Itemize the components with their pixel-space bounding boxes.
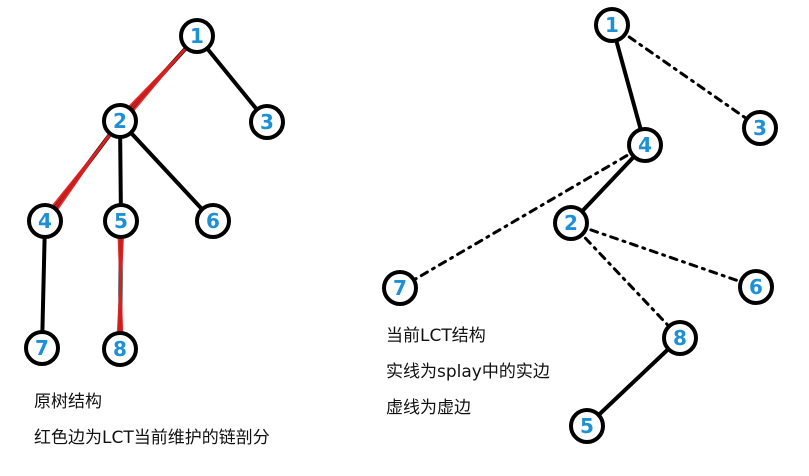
original-tree-node-label: 2 xyxy=(113,109,127,133)
lct-node-5: 5 xyxy=(569,408,605,444)
lct-node-label: 7 xyxy=(393,276,407,300)
lct-node-circle xyxy=(553,205,589,241)
lct-node-3: 3 xyxy=(742,110,778,146)
lct-node-4: 4 xyxy=(627,127,663,163)
lct-node-6: 6 xyxy=(738,269,774,305)
lct-caption-2: 实线为splay中的实边 xyxy=(386,362,550,382)
original-tree-edge-2-4-heavy-mark xyxy=(43,119,122,223)
lct-node-label: 4 xyxy=(638,133,652,157)
original-tree-node-label: 7 xyxy=(35,336,49,360)
lct-edge-2-8 xyxy=(569,221,682,340)
original-tree-edge-4-7 xyxy=(40,219,47,350)
lct-caption-3: 虚线为虚边 xyxy=(386,398,471,418)
original-tree-edge-5-8-heavy-mark xyxy=(118,219,123,351)
original-tree-node-label: 4 xyxy=(38,209,52,233)
original-tree-edge-1-2-heavy-mark xyxy=(118,34,199,123)
lct-edge-1-3 xyxy=(610,23,762,130)
original-tree-node-circle xyxy=(102,331,138,367)
original-tree-node-label: 3 xyxy=(260,110,274,134)
original-tree-caption-2: 红色边为LCT当前维护的链剖分 xyxy=(34,428,270,448)
original-tree-node-7: 7 xyxy=(24,330,60,366)
original-tree-edge-1-3 xyxy=(195,34,269,124)
original-tree-node-circle xyxy=(195,203,231,239)
original-tree-node-label: 1 xyxy=(190,24,204,48)
lct-caption-1: 当前LCT结构 xyxy=(386,326,486,346)
lct-node-8: 8 xyxy=(662,320,698,356)
edges-layer xyxy=(40,23,762,428)
original-tree-node-1: 1 xyxy=(179,18,215,54)
lct-node-circle xyxy=(738,269,774,305)
lct-node-7: 7 xyxy=(382,270,418,306)
original-tree-node-3: 3 xyxy=(249,104,285,140)
nodes-layer: 1 2 3 4 5 6 7 8 1 4 3 2 7 6 8 5 xyxy=(24,7,778,444)
original-tree-node-circle xyxy=(249,104,285,140)
original-tree-node-circle xyxy=(103,203,139,239)
original-tree-node-8: 8 xyxy=(102,331,138,367)
lct-edge-1-4 xyxy=(610,23,647,147)
lct-edge-2-6 xyxy=(569,221,758,289)
original-tree-node-label: 6 xyxy=(206,209,220,233)
original-tree-node-5: 5 xyxy=(103,203,139,239)
original-tree-node-circle xyxy=(102,103,138,139)
original-tree-node-circle xyxy=(179,18,215,54)
lct-node-circle xyxy=(662,320,698,356)
lct-node-label: 1 xyxy=(605,13,619,37)
lct-node-label: 8 xyxy=(673,326,687,350)
lct-edge-4-7 xyxy=(398,143,647,290)
original-tree-node-label: 8 xyxy=(113,337,127,361)
original-tree-node-label: 5 xyxy=(114,209,128,233)
lct-edge-8-5 xyxy=(585,336,682,428)
original-tree-edge-2-6 xyxy=(118,119,215,223)
lct-node-circle xyxy=(594,7,630,43)
lct-node-circle xyxy=(382,270,418,306)
lct-node-label: 2 xyxy=(564,211,578,235)
lct-node-2: 2 xyxy=(553,205,589,241)
original-tree-node-circle xyxy=(24,330,60,366)
lct-node-label: 3 xyxy=(753,116,767,140)
lct-node-circle xyxy=(569,408,605,444)
original-tree-node-4: 4 xyxy=(27,203,63,239)
original-tree-node-6: 6 xyxy=(195,203,231,239)
lct-node-1: 1 xyxy=(594,7,630,43)
original-tree-node-2: 2 xyxy=(102,103,138,139)
lct-node-label: 6 xyxy=(749,275,763,299)
original-tree-node-circle xyxy=(27,203,63,239)
original-tree-caption-1: 原树结构 xyxy=(34,392,102,412)
lct-node-circle xyxy=(627,127,663,163)
lct-node-label: 5 xyxy=(580,414,594,438)
lct-node-circle xyxy=(742,110,778,146)
